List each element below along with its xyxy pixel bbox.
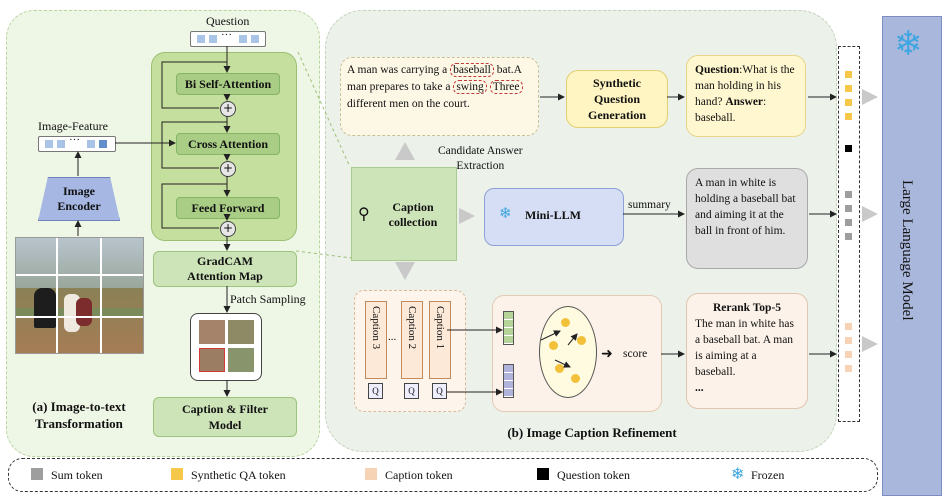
caption-1: Caption 1 — [429, 301, 451, 379]
question-box-3: Q — [368, 383, 383, 399]
highlight-baseball: baseball — [450, 63, 494, 77]
caption-collection: ⚲ Caption collection — [351, 167, 457, 261]
legend-question-token: Question token — [557, 468, 630, 482]
feed-forward: Feed Forward — [176, 197, 280, 219]
question-label: Question — [206, 14, 250, 28]
tag-icon: ⚲ — [358, 206, 370, 223]
image-feature-label: Image-Feature — [38, 119, 108, 133]
legend-sum-token: Sum token — [51, 468, 103, 482]
legend-frozen: Frozen — [751, 468, 785, 482]
question-token-bar: ··· — [190, 29, 266, 47]
legend-caption-token: Caption token — [385, 468, 453, 482]
candidate-answer-extraction-label: Candidate Answer Extraction — [438, 145, 523, 172]
qa-token-swatch — [171, 468, 183, 480]
caption-2: Caption 2 — [401, 301, 423, 379]
add-node-1: + — [220, 101, 236, 117]
caption-embedding — [503, 311, 514, 345]
highlight-swing: swing — [453, 80, 487, 94]
highlight-three: Three — [489, 80, 523, 94]
caption-3: Caption 3 — [365, 301, 387, 379]
umpire-figure — [34, 288, 56, 328]
snowflake-icon: ❄ — [731, 466, 745, 483]
summary-output: A man in white is holding a baseball bat… — [686, 168, 808, 269]
question-token-swatch — [537, 468, 549, 480]
patch-sampling-label: Patch Sampling — [230, 292, 306, 306]
gradcam-attention-map: GradCAM Attention Map — [153, 251, 297, 287]
snowflake-icon: ❄ — [894, 26, 923, 63]
sum-token-swatch — [31, 468, 43, 480]
large-language-model — [882, 16, 942, 496]
sampled-patches — [190, 313, 262, 381]
snowflake-icon: ❄ — [499, 206, 512, 222]
score-label: score — [623, 348, 648, 360]
add-node-3: + — [220, 221, 236, 237]
legend-qa-token: Synthetic QA token — [191, 468, 286, 482]
question-token — [845, 145, 852, 152]
rerank-output: Rerank Top-5 The man in white has a base… — [686, 293, 808, 409]
image-encoder: Image Encoder — [38, 177, 120, 221]
question-box-2: Q — [404, 383, 419, 399]
panel-a-caption: (a) Image-to-text Transformation — [32, 399, 126, 431]
question-embedding — [503, 364, 514, 398]
legend: Sum token Synthetic QA token Caption tok… — [8, 458, 878, 492]
baseball-photo — [15, 237, 144, 354]
caption-token-swatch — [365, 468, 377, 480]
llm-label: Large Language Model — [899, 180, 915, 321]
add-node-2: + — [220, 161, 236, 177]
question-box-1: Q — [432, 383, 447, 399]
mini-llm: ❄ Mini-LLM — [484, 188, 624, 246]
synthetic-question-generation: Synthetic Question Generation — [566, 70, 668, 128]
panel-b-caption: (b) Image Caption Refinement — [507, 425, 677, 440]
scoring-graph — [539, 306, 597, 398]
bi-self-attention: Bi Self-Attention — [176, 73, 280, 95]
synthetic-qa-output: Question:What is the man holding in his … — [686, 55, 806, 137]
token-sequence — [838, 46, 860, 422]
reranker-module: ➜ score — [492, 295, 662, 412]
catcher-figure — [76, 298, 92, 326]
candidate-captions-text: A man was carrying a baseball bat.A man … — [340, 57, 539, 136]
summary-label: summary — [628, 199, 671, 211]
caption-filter-model: Caption & Filter Model — [153, 397, 297, 437]
